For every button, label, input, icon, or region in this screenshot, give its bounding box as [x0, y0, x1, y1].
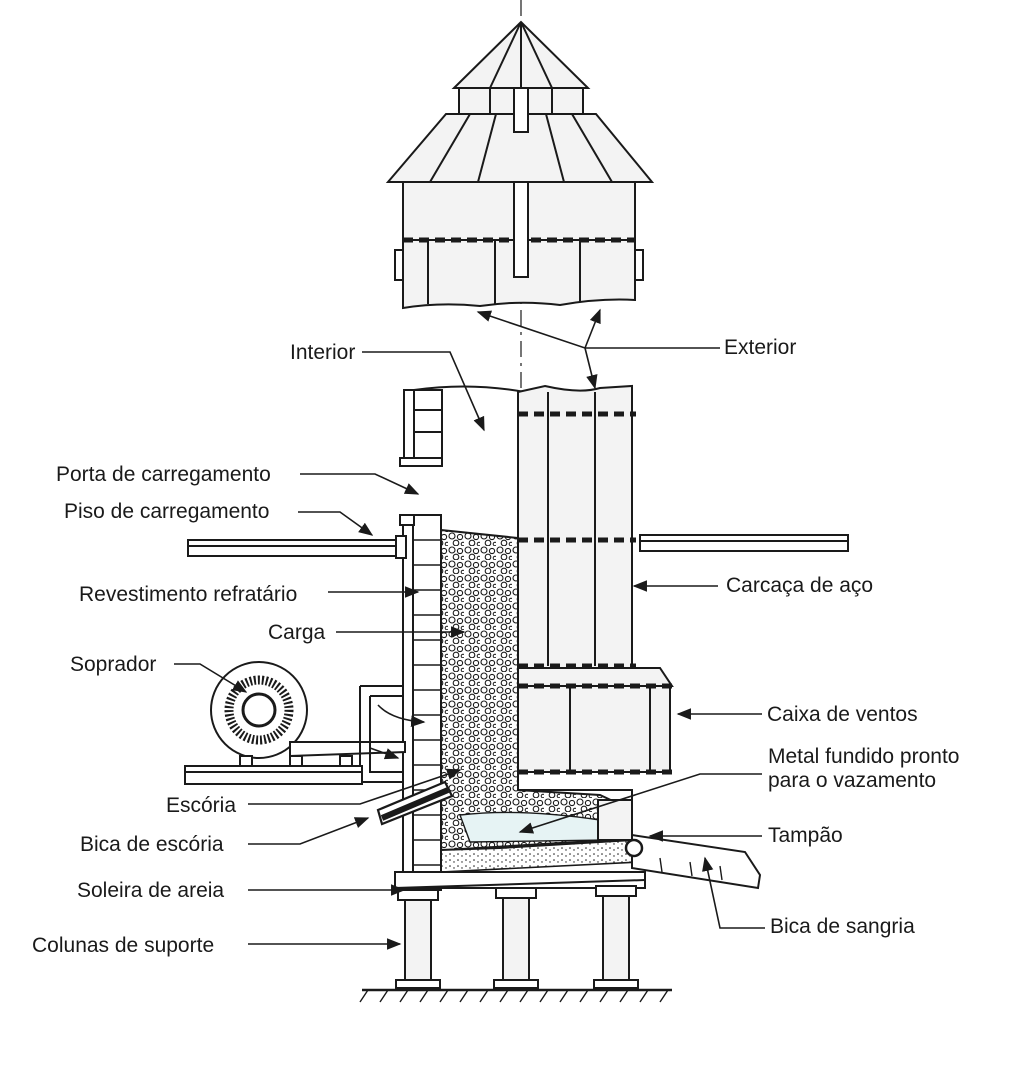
label-bica-escoria: Bica de escória: [80, 833, 224, 856]
label-tampao: Tampão: [768, 824, 843, 847]
label-porta-carregamento: Porta de carregamento: [56, 463, 271, 486]
label-interior: Interior: [290, 341, 356, 364]
label-carcaca-aco: Carcaça de aço: [726, 574, 874, 597]
tap-plug-shape: [624, 838, 644, 858]
leader-bica-sangria: [702, 856, 765, 929]
label-escoria: Escória: [166, 794, 237, 817]
leader-exterior-top: [476, 310, 720, 349]
label-bica-sangria: Bica de sangria: [770, 915, 915, 938]
label-caixa-ventos: Caixa de ventos: [767, 703, 918, 726]
leader-exterior-shell: [584, 347, 598, 390]
tap-spout-shape: [631, 833, 762, 890]
leader-exterior-mid: [584, 308, 601, 349]
label-carga: Carga: [268, 621, 326, 644]
label-piso-carregamento: Piso de carregamento: [64, 500, 270, 523]
furnace-left-wall: [399, 385, 526, 891]
leader-bica-escoria: [248, 817, 370, 845]
leader-piso: [298, 511, 374, 536]
label-soprador: Soprador: [70, 653, 157, 676]
furnace-top-cap: [385, 20, 655, 310]
blower-assembly: [184, 661, 426, 785]
leader-metal: [518, 773, 762, 834]
charging-floor: [187, 534, 849, 559]
label-exterior: Exterior: [724, 336, 797, 359]
label-metal-fundido: Metal fundido pronto para o vazamento: [768, 745, 960, 792]
label-soleira-areia: Soleira de areia: [77, 879, 225, 902]
steel-shell: [517, 384, 674, 841]
label-colunas-suporte: Colunas de suporte: [32, 934, 215, 957]
leader-porta: [300, 473, 420, 495]
label-revestimento-refratario: Revestimento refratário: [79, 583, 298, 606]
base-and-columns: [359, 871, 672, 1003]
leader-escoria: [248, 768, 462, 805]
leader-interior: [362, 351, 485, 432]
leader-soprador: [174, 663, 248, 693]
